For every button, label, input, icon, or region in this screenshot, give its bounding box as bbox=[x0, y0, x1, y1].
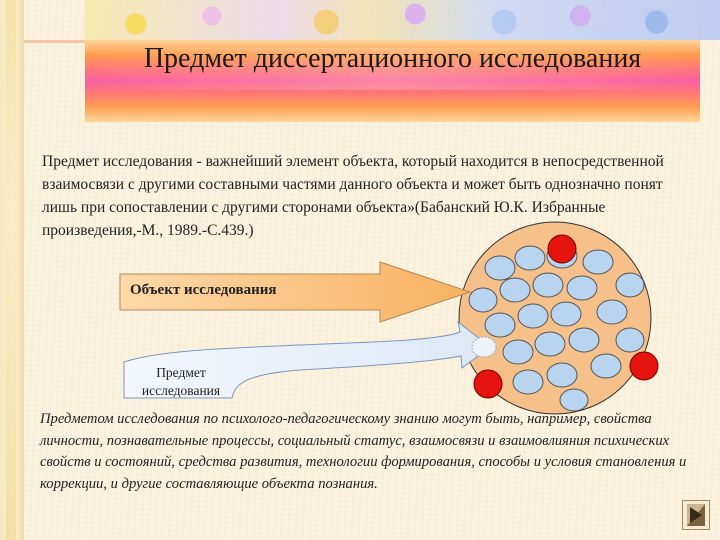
title-banner bbox=[85, 40, 700, 122]
triangle-right-icon bbox=[687, 504, 705, 526]
conclusion-paragraph: Предметом исследования по психолого-педа… bbox=[40, 411, 687, 492]
next-slide-button[interactable] bbox=[682, 500, 710, 530]
definition-paragraph: Предмет исследования - важнейший элемент… bbox=[42, 153, 664, 239]
subject-label-line1: Предмет bbox=[156, 365, 206, 380]
subject-arrow-label: Предмет исследования bbox=[122, 364, 240, 400]
subject-label-line2: исследования bbox=[141, 383, 221, 398]
flower-decor-strip bbox=[85, 0, 720, 40]
slide-title: Предмет диссертационного исследования bbox=[143, 43, 642, 74]
object-arrow-label: Объект исследования bbox=[130, 282, 277, 298]
left-decor-bar bbox=[0, 0, 24, 540]
